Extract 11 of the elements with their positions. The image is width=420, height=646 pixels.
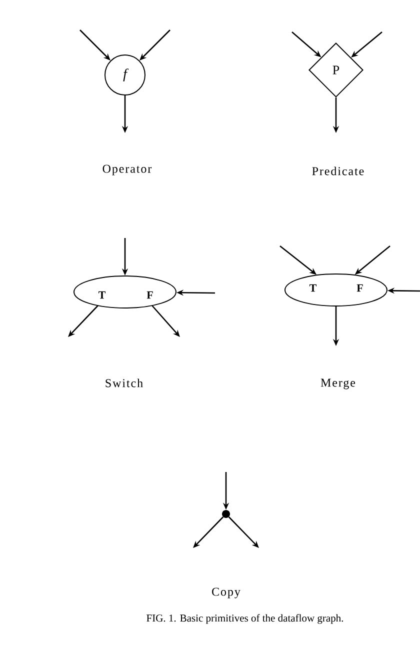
primitive-label: Copy [212,588,240,598]
ellipse-node: T F [74,276,176,308]
ellipse-node: T F [284,274,388,306]
copy-dot [222,510,230,518]
caption: FIG. 1. Basic primitives of the dataflow graph. [146,614,344,624]
primitive-label: Predicate [312,166,364,176]
primitive-label: Operator [102,164,152,176]
arrow [80,30,110,60]
primitive-label: Merge [320,378,356,390]
primitive-label: Switch [106,378,143,388]
arrow [140,30,170,60]
